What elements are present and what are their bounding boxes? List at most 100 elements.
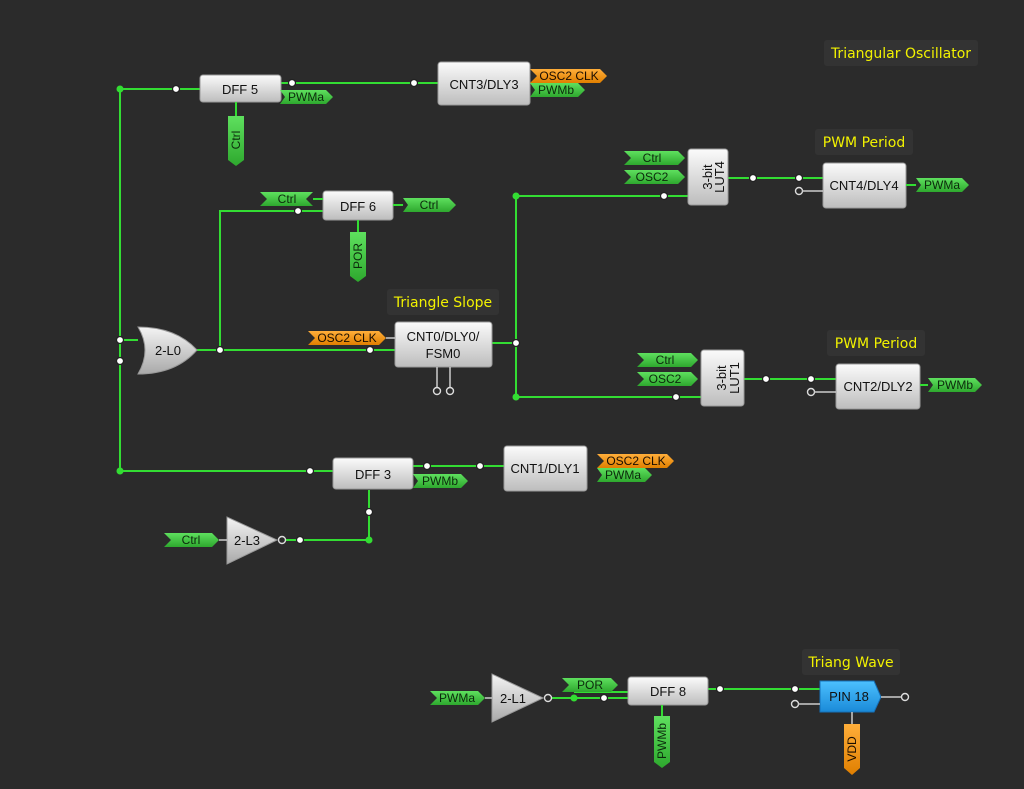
output-pin[interactable] [215, 345, 225, 355]
title-triang-wave: Triang Wave [802, 649, 900, 675]
unused-pin[interactable] [806, 387, 816, 397]
block-label: DFF 3 [355, 467, 391, 482]
unused-pin[interactable] [445, 386, 455, 396]
output-pin[interactable] [422, 461, 432, 471]
tag-label: Ctrl [278, 192, 297, 206]
gate-label: 2-L1 [500, 691, 526, 706]
cnt1-dly1-block[interactable]: CNT1/DLY1 [475, 445, 588, 492]
tag-dff3-pwmb[interactable]: PWMb [413, 474, 468, 488]
output-pin[interactable] [287, 78, 297, 88]
tag-label: Ctrl [656, 353, 675, 367]
tag-cnt2-pwmb[interactable]: PWMb [920, 378, 982, 392]
input-pin[interactable] [790, 684, 800, 694]
title-text: Triangle Slope [393, 295, 492, 311]
tag-label: PWMb [422, 474, 458, 488]
input-pin[interactable] [671, 392, 681, 402]
input-pin[interactable] [794, 173, 804, 183]
tag-lut1-ctrl[interactable]: Ctrl [637, 353, 698, 367]
input-pin[interactable] [475, 461, 485, 471]
pin18-block[interactable]: PIN 18 [790, 680, 910, 713]
tag-label: OSC2 CLK [317, 331, 376, 345]
output-pin[interactable] [511, 338, 521, 348]
tag-cnt0-osc2-clk[interactable]: OSC2 CLK [308, 331, 395, 345]
tag-cnt1-pwma[interactable]: PWMa [597, 468, 652, 482]
junctions [116, 85, 578, 702]
title-triangular-oscillator: Triangular Oscillator [824, 40, 978, 66]
tag-label: PWMa [288, 90, 324, 104]
tag-pin18-vdd[interactable]: VDD [844, 712, 860, 775]
tag-label: OSC2 CLK [539, 69, 598, 83]
tag-lut1-osc2[interactable]: OSC2 [637, 372, 698, 386]
tag-cnt3-pwmb[interactable]: PWMb [530, 83, 585, 97]
tag-label: Ctrl [229, 131, 243, 150]
tag-lut4-osc2[interactable]: OSC2 [624, 170, 685, 184]
cnt2-dly2-block[interactable]: CNT2/DLY2 [806, 363, 921, 410]
reset-pin[interactable] [364, 507, 374, 517]
block-label-line2: LUT4 [712, 161, 727, 193]
output-pin[interactable] [761, 374, 771, 384]
tag-label: PWMa [439, 691, 475, 705]
input-pin[interactable] [409, 78, 419, 88]
input-pin[interactable] [171, 84, 181, 94]
tag-label: Ctrl [420, 198, 439, 212]
lut4-block[interactable]: 3-bit LUT4 [659, 148, 758, 206]
inverter-2-l3[interactable]: 2-L3 [226, 516, 305, 565]
tag-dff8-pwmb[interactable]: PWMb [654, 705, 670, 768]
block-label: CNT4/DLY4 [829, 178, 898, 193]
input-pin[interactable] [806, 374, 816, 384]
input-pin[interactable] [305, 466, 315, 476]
unused-pin[interactable] [794, 186, 804, 196]
tag-label: Ctrl [643, 151, 662, 165]
output-pin[interactable] [715, 684, 725, 694]
io-pad-pin[interactable] [900, 692, 910, 702]
tag-cnt4-pwma[interactable]: PWMa [906, 178, 969, 192]
tag-dff5-ctrl[interactable]: Ctrl [228, 102, 244, 166]
block-label: CNT3/DLY3 [449, 77, 518, 92]
tag-dff5-pwma[interactable]: PWMa [280, 90, 333, 104]
cnt3-dly3-block[interactable]: CNT3/DLY3 [409, 61, 531, 106]
tag-dff6-ctrl-out[interactable]: Ctrl [393, 198, 456, 212]
tag-label: PWMb [538, 83, 574, 97]
output-pin[interactable] [295, 535, 305, 545]
tag-cnt3-osc2-clk[interactable]: OSC2 CLK [530, 69, 607, 83]
dff3-block[interactable]: DFF 3 [305, 457, 432, 517]
cnt4-dly4-block[interactable]: CNT4/DLY4 [794, 162, 907, 209]
unused-pin[interactable] [790, 699, 800, 709]
block-label: PIN 18 [829, 689, 869, 704]
tag-dff6-por[interactable]: POR [350, 220, 366, 282]
tag-dff8-por[interactable]: POR [562, 678, 618, 692]
tag-label: PWMa [605, 468, 641, 482]
input-pin[interactable] [659, 191, 669, 201]
block-label-line1: 3-bit [700, 164, 715, 190]
inverted-output-pin[interactable] [543, 693, 553, 703]
dff8-block[interactable]: DFF 8 [599, 676, 725, 706]
tag-dff6-ctrl-in[interactable]: Ctrl [260, 192, 323, 206]
input-pin[interactable] [599, 693, 609, 703]
block-label-line2: LUT1 [727, 362, 742, 394]
inverter-2-l1[interactable]: 2-L1 [491, 673, 553, 723]
tag-l1-pwma[interactable]: PWMa [430, 691, 492, 705]
output-pin[interactable] [748, 173, 758, 183]
block-label: DFF 8 [650, 684, 686, 699]
inverted-output-pin[interactable] [277, 535, 287, 545]
tag-label: OSC2 [636, 170, 669, 184]
input-pin[interactable] [115, 335, 125, 345]
or-gate-2-l0[interactable]: 2-L0 [115, 326, 225, 375]
title-text: PWM Period [835, 336, 917, 352]
input-pin[interactable] [115, 356, 125, 366]
dff6-block[interactable]: DFF 6 [293, 190, 394, 221]
tag-lut4-ctrl[interactable]: Ctrl [624, 151, 685, 165]
tag-cnt1-osc2-clk[interactable]: OSC2 CLK [597, 454, 674, 468]
tag-label: OSC2 CLK [606, 454, 665, 468]
tag-l3-ctrl[interactable]: Ctrl [164, 533, 227, 547]
block-label: DFF 6 [340, 199, 376, 214]
tag-label: PWMb [937, 378, 973, 392]
unused-pin[interactable] [432, 386, 442, 396]
cnt0-dly0-fsm0-block[interactable]: CNT0/DLY0/ FSM0 [365, 321, 521, 396]
lut1-block[interactable]: 3-bit LUT1 [671, 349, 771, 407]
dff5-block[interactable]: DFF 5 [171, 74, 297, 103]
input-pin[interactable] [293, 206, 303, 216]
gate-label: 2-L0 [155, 343, 181, 358]
input-pin[interactable] [365, 345, 375, 355]
